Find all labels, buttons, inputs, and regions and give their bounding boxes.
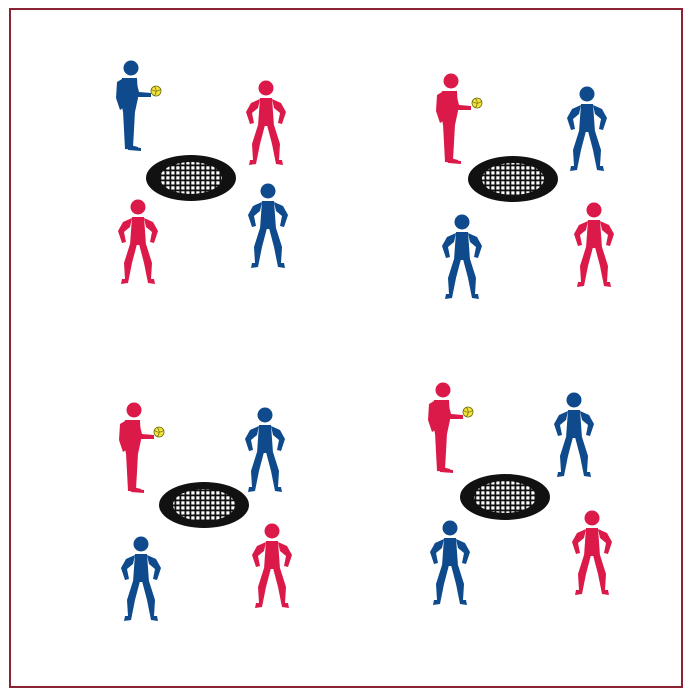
- player-blue: [248, 184, 288, 269]
- player-red: [572, 511, 612, 596]
- rebounder-net: [159, 482, 249, 528]
- player-blue: [554, 393, 594, 478]
- rebounder-net: [146, 155, 236, 201]
- player-red-with-ball: [119, 403, 154, 494]
- player-red: [252, 524, 292, 609]
- player-blue-with-ball: [116, 61, 151, 152]
- player-blue: [567, 87, 607, 172]
- player-red: [574, 203, 614, 288]
- rebounder-net: [468, 156, 558, 202]
- ball-icon: [463, 407, 473, 417]
- player-red: [246, 81, 286, 166]
- player-blue: [442, 215, 482, 300]
- ball-icon: [154, 427, 164, 437]
- drill-group-bottom-left: [119, 403, 292, 622]
- player-blue: [121, 537, 161, 622]
- rebounder-net: [460, 474, 550, 520]
- drill-group-top-right: [436, 74, 614, 300]
- player-red-with-ball: [428, 383, 463, 474]
- drill-group-bottom-right: [428, 383, 612, 606]
- ball-icon: [151, 86, 161, 96]
- player-red: [118, 200, 158, 285]
- player-blue: [245, 408, 285, 493]
- ball-icon: [472, 98, 482, 108]
- player-blue: [430, 521, 470, 606]
- drill-group-top-left: [116, 61, 288, 285]
- player-red-with-ball: [436, 74, 471, 165]
